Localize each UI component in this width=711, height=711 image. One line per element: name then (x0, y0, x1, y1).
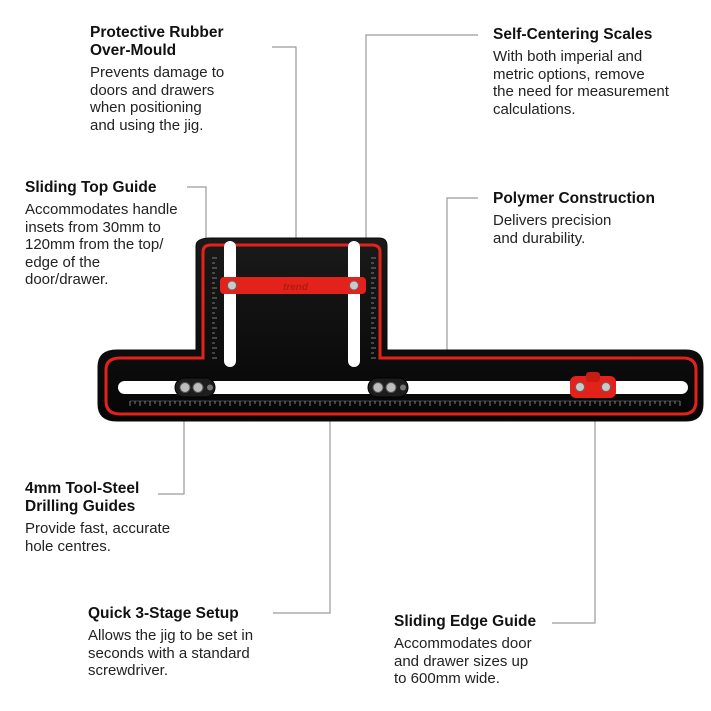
callout-scales-desc: With both imperial and metric options, r… (493, 48, 669, 118)
callout-drilling-title: 4mm Tool-Steel Drilling Guides (25, 480, 140, 515)
callout-top-guide: Sliding Top Guide Accommodates handle in… (25, 179, 205, 289)
callout-scales: Self-Centering Scales With both imperial… (493, 26, 703, 118)
callout-polymer-desc: Delivers precision and durability. (493, 212, 612, 247)
sliding-edge-guide (570, 376, 616, 398)
callout-drilling-desc: Provide fast, accurate hole centres. (25, 520, 171, 555)
vertical-slot-right (348, 241, 360, 367)
leader-setup (273, 408, 331, 614)
top-guide-screw-right (349, 280, 359, 291)
callout-polymer-title: Polymer Construction (493, 190, 655, 207)
callout-top-guide-desc: Accommodates handle insets from 30mm to … (25, 201, 178, 288)
brand-logo: trend (283, 282, 309, 293)
callout-scales-title: Self-Centering Scales (493, 26, 653, 43)
callout-edge-guide-title: Sliding Edge Guide (394, 613, 537, 630)
callout-setup: Quick 3-Stage Setup Allows the jig to be… (88, 605, 308, 680)
leader-edge-guide (552, 396, 596, 624)
callout-edge-guide-desc: Accommodates door and drawer sizes up to… (394, 635, 532, 687)
leader-top-guide (187, 186, 207, 261)
leader-polymer (446, 197, 478, 358)
leader-drilling (158, 408, 185, 495)
callout-top-guide-title: Sliding Top Guide (25, 179, 157, 196)
top-guide-screw-left (227, 280, 237, 291)
callout-edge-guide: Sliding Edge Guide Accommodates door and… (394, 613, 594, 688)
leader-scales (365, 34, 478, 243)
callout-polymer: Polymer Construction Delivers precision … (493, 190, 703, 247)
leader-rubber (272, 46, 297, 246)
vertical-slot-left (224, 241, 236, 367)
callout-setup-desc: Allows the jig to be set in seconds with… (88, 627, 254, 679)
callout-rubber-desc: Prevents damage to doors and drawers whe… (90, 64, 225, 134)
callout-drilling: 4mm Tool-Steel Drilling Guides Provide f… (25, 480, 215, 555)
callout-rubber: Protective Rubber Over-Mould Prevents da… (90, 24, 290, 134)
rubber-over-mould (104, 243, 698, 416)
callout-setup-title: Quick 3-Stage Setup (88, 605, 239, 622)
sliding-top-guide (220, 277, 366, 294)
callout-rubber-title: Protective Rubber Over-Mould (90, 24, 224, 59)
